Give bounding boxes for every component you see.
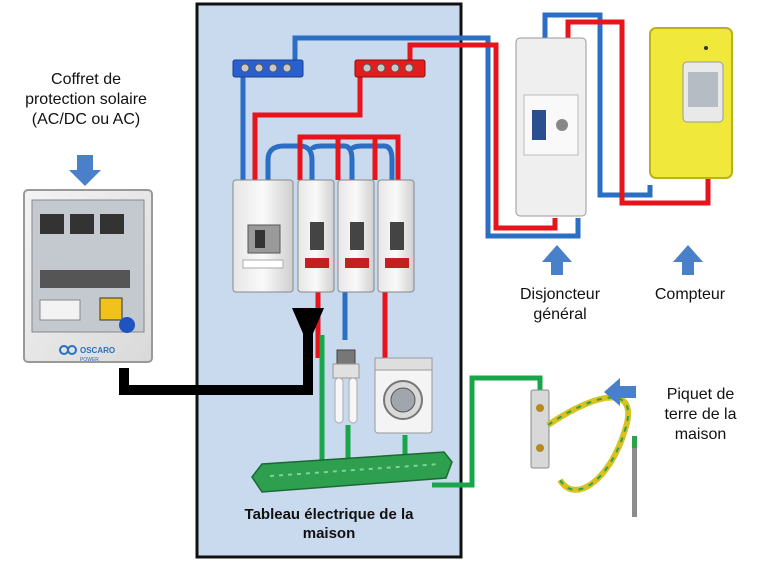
neutral-wires bbox=[240, 12, 653, 340]
meter-label-text: Compteur bbox=[654, 286, 726, 303]
main-breaker-label: Disjoncteur général bbox=[500, 285, 620, 325]
lightbulb-icon bbox=[332, 349, 360, 424]
differential-breaker bbox=[232, 179, 294, 293]
washing-machine-icon bbox=[374, 357, 433, 434]
neutral-busbar bbox=[232, 59, 304, 78]
earth-busbar bbox=[251, 451, 453, 493]
phase-busbar bbox=[354, 59, 426, 78]
up-arrow-icon bbox=[542, 245, 572, 275]
ground-rod-label-line-3: maison bbox=[674, 426, 727, 443]
solar-box-label: Coffret de protection solaire (AC/DC ou … bbox=[0, 70, 172, 130]
electricity-meter bbox=[649, 27, 733, 179]
panel-label-line-1: Tableau électrique de la bbox=[244, 506, 414, 523]
circuit-breaker-2 bbox=[337, 179, 375, 293]
solar-link-cable bbox=[119, 320, 313, 395]
solar-box-label-line-3: (AC/DC ou AC) bbox=[31, 111, 141, 128]
solar-link-arrowhead bbox=[292, 308, 324, 345]
brand-sub: POWER bbox=[80, 357, 99, 363]
ground-rod-label-line-1: Piquet de bbox=[666, 386, 735, 403]
panel-label-line-2: maison bbox=[302, 524, 356, 542]
solar-box-label-line-2: protection solaire bbox=[25, 91, 147, 108]
main-breaker bbox=[515, 37, 587, 217]
panel-label: Tableau électrique de la maison bbox=[200, 506, 458, 544]
ground-rod-label-line-2: terre de la bbox=[664, 406, 737, 423]
up-arrow-icon bbox=[673, 245, 703, 275]
meter-label: Compteur bbox=[640, 285, 740, 305]
down-arrow-icon bbox=[69, 155, 101, 186]
ground-rod-label: Piquet de terre de la maison bbox=[648, 385, 753, 445]
brand-name: OSCARO bbox=[80, 346, 115, 355]
main-breaker-label-line-1: Disjoncteur bbox=[519, 286, 601, 303]
ground-rod bbox=[530, 389, 637, 517]
solar-protection-box: OSCARO POWER bbox=[23, 189, 153, 363]
solar-box-label-line-1: Coffret de bbox=[51, 71, 121, 88]
left-arrow-icon bbox=[604, 378, 636, 406]
phase-wires bbox=[252, 19, 711, 360]
circuit-breaker-3 bbox=[377, 179, 415, 293]
main-breaker-label-line-2: général bbox=[533, 306, 587, 323]
circuit-breaker-1 bbox=[297, 179, 335, 293]
